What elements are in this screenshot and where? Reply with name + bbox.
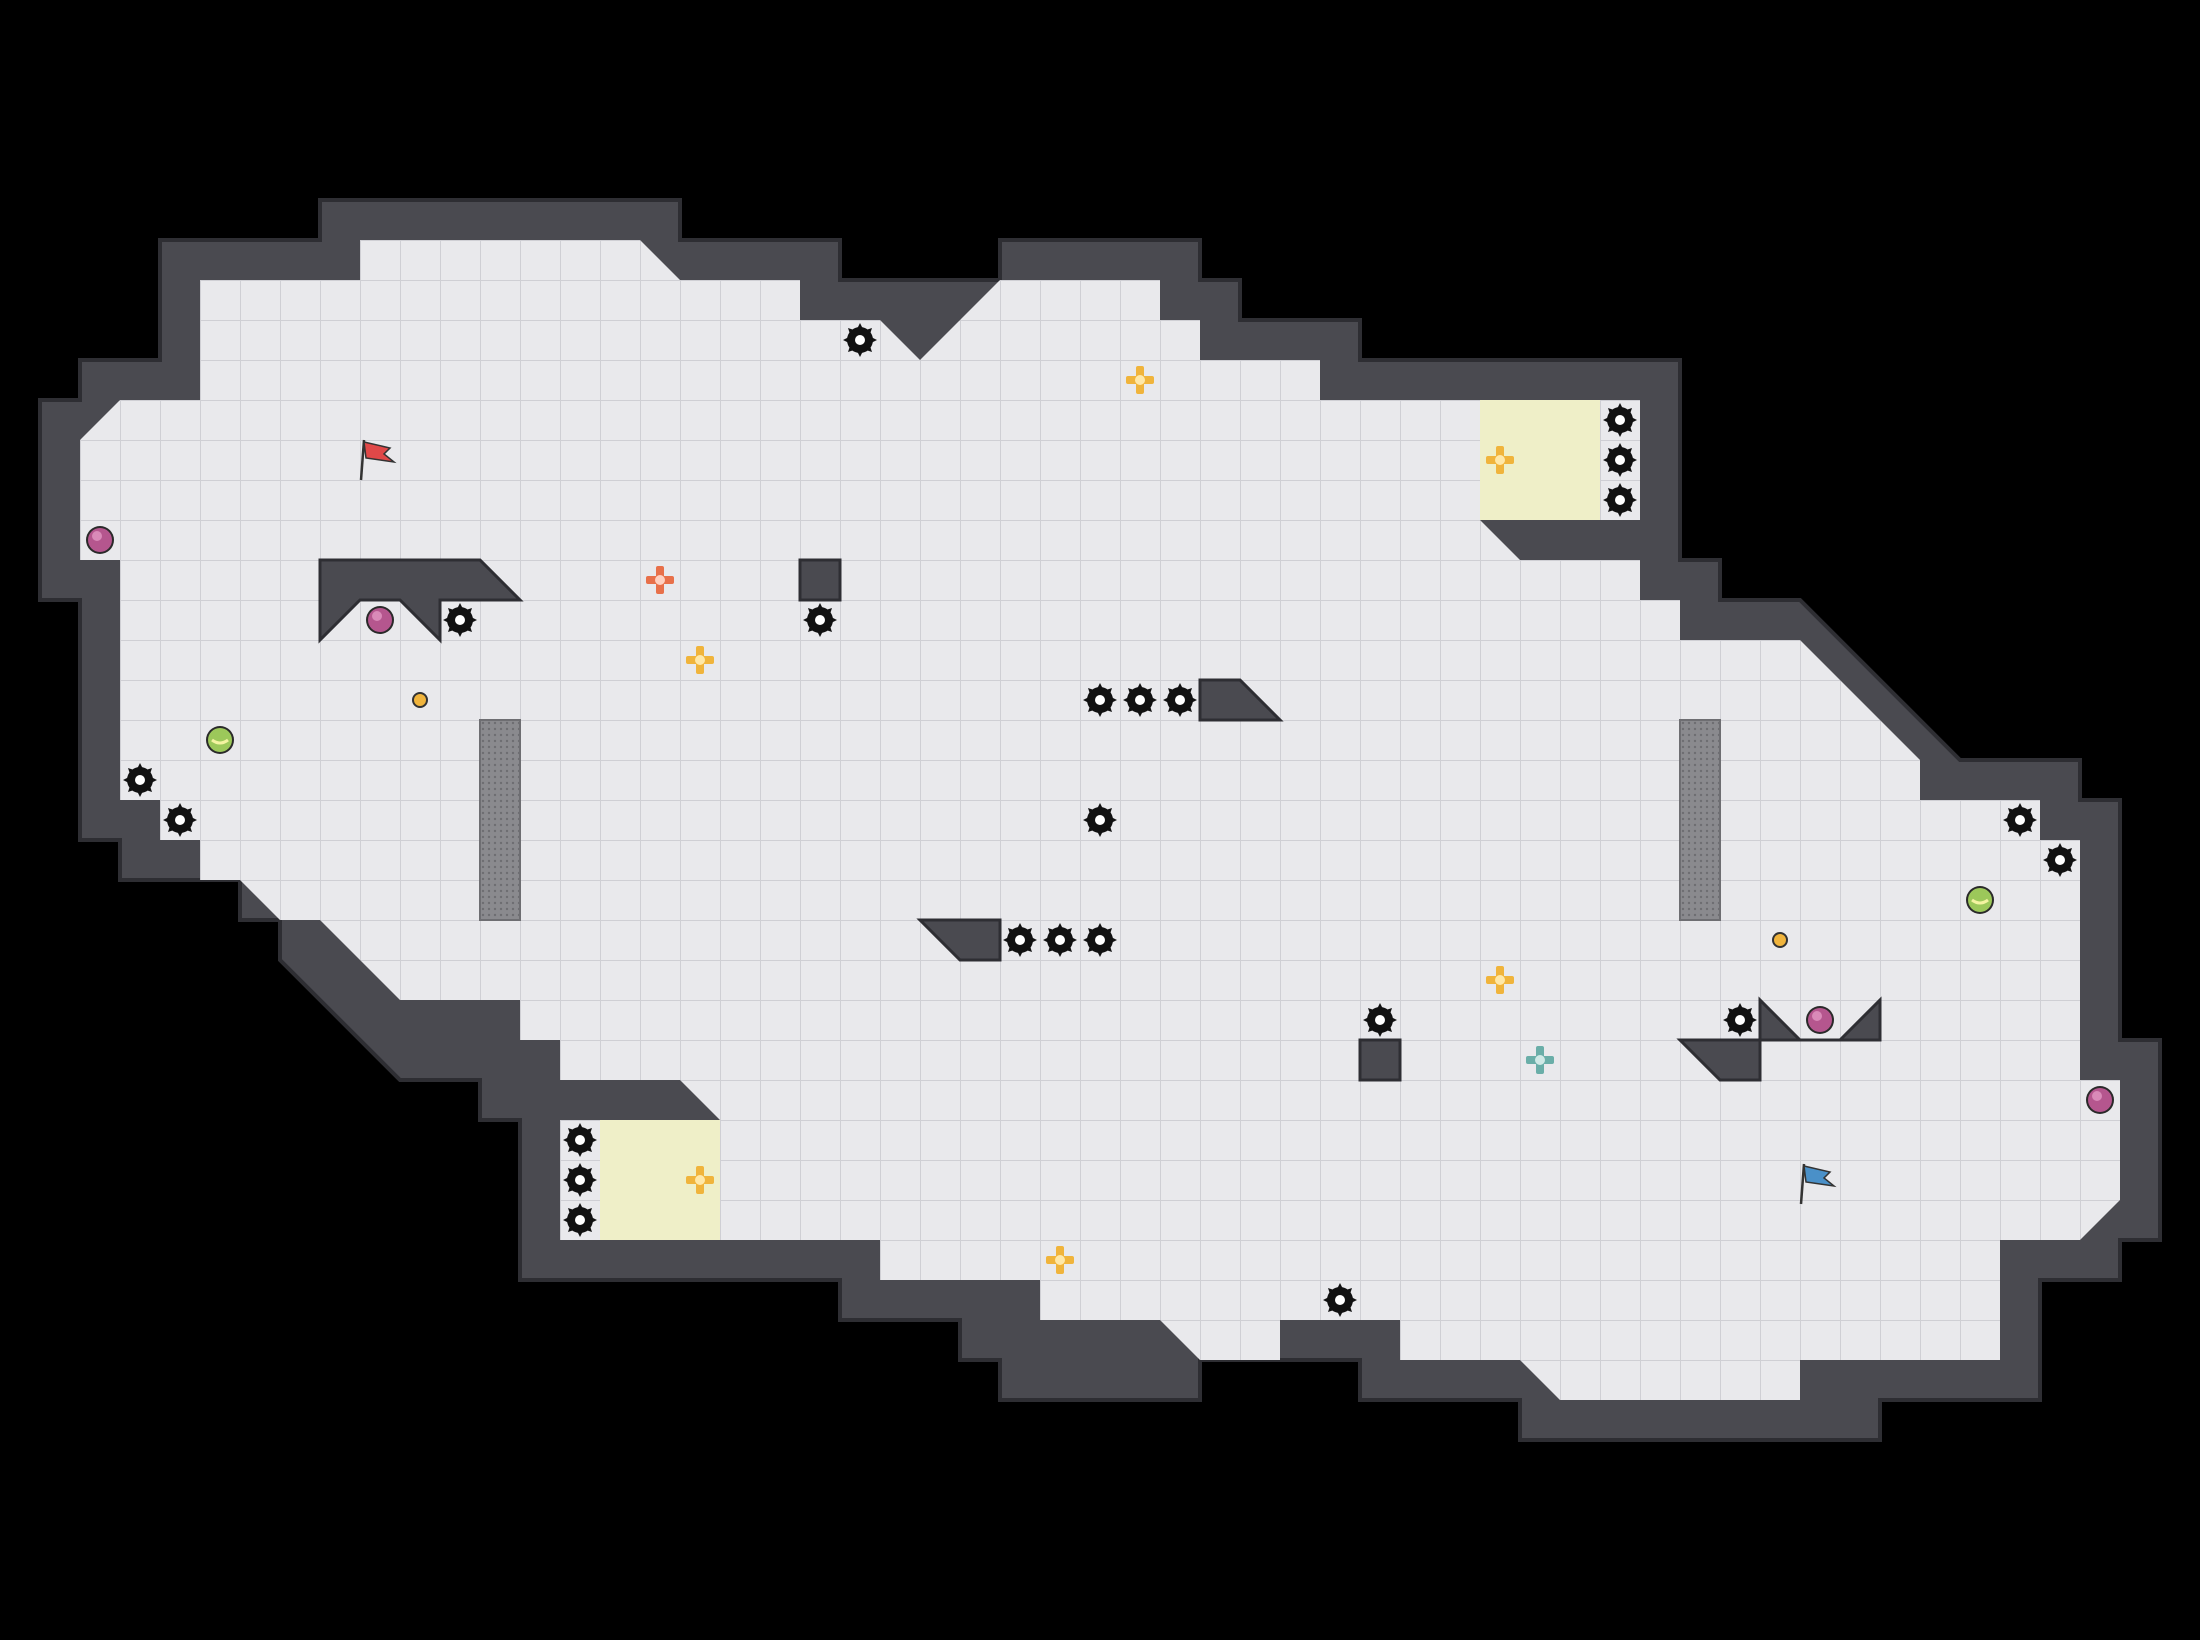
plus-pickup-orange: [646, 566, 674, 594]
saw-blade: [1323, 1283, 1357, 1317]
saw-blade: [1603, 483, 1637, 517]
saw-blade: [1603, 403, 1637, 437]
coin: [1772, 932, 1788, 948]
wall-block-mid-wedge: [916, 918, 1002, 962]
saw-blade: [123, 763, 157, 797]
saw-blade: [1123, 683, 1157, 717]
wall-block-right-wedge: [1676, 996, 1882, 1082]
wall-block-small: [798, 558, 842, 602]
saw-blade: [1363, 1003, 1397, 1037]
orb-purple: [1806, 1006, 1834, 1034]
saw-blade: [2043, 843, 2077, 877]
saw-blade: [2003, 803, 2037, 837]
orb-green: [204, 724, 236, 756]
orb-purple: [2086, 1086, 2114, 1114]
saw-blade: [1003, 923, 1037, 957]
saw-blade: [563, 1203, 597, 1237]
saw-blade: [563, 1163, 597, 1197]
saw-blade: [163, 803, 197, 837]
saw-blade: [1083, 803, 1117, 837]
saw-blade: [1083, 683, 1117, 717]
coin: [412, 692, 428, 708]
saw-blade: [1043, 923, 1077, 957]
orb-green: [1964, 884, 1996, 916]
plus-pickups: [646, 366, 1554, 1274]
wall-block-left-wedge: [318, 558, 524, 644]
saw-blade: [443, 603, 477, 637]
orb-purple: [86, 526, 114, 554]
start-flag: [359, 439, 397, 481]
saw-blade: [1723, 1003, 1757, 1037]
orb-purple: [366, 606, 394, 634]
wall-block-small-2: [1358, 1038, 1402, 1082]
grate-left: [479, 719, 521, 921]
saw-blade: [1083, 923, 1117, 957]
saw-blade: [843, 323, 877, 357]
goal-flag: [1799, 1163, 1837, 1205]
wall-block-center-wedge: [1198, 678, 1284, 722]
grate-right: [1679, 719, 1721, 921]
saw-blade: [1163, 683, 1197, 717]
saw-blade: [563, 1123, 597, 1157]
saw-blade: [803, 603, 837, 637]
saw-blade: [1603, 443, 1637, 477]
plus-pickup-teal: [1526, 1046, 1554, 1074]
